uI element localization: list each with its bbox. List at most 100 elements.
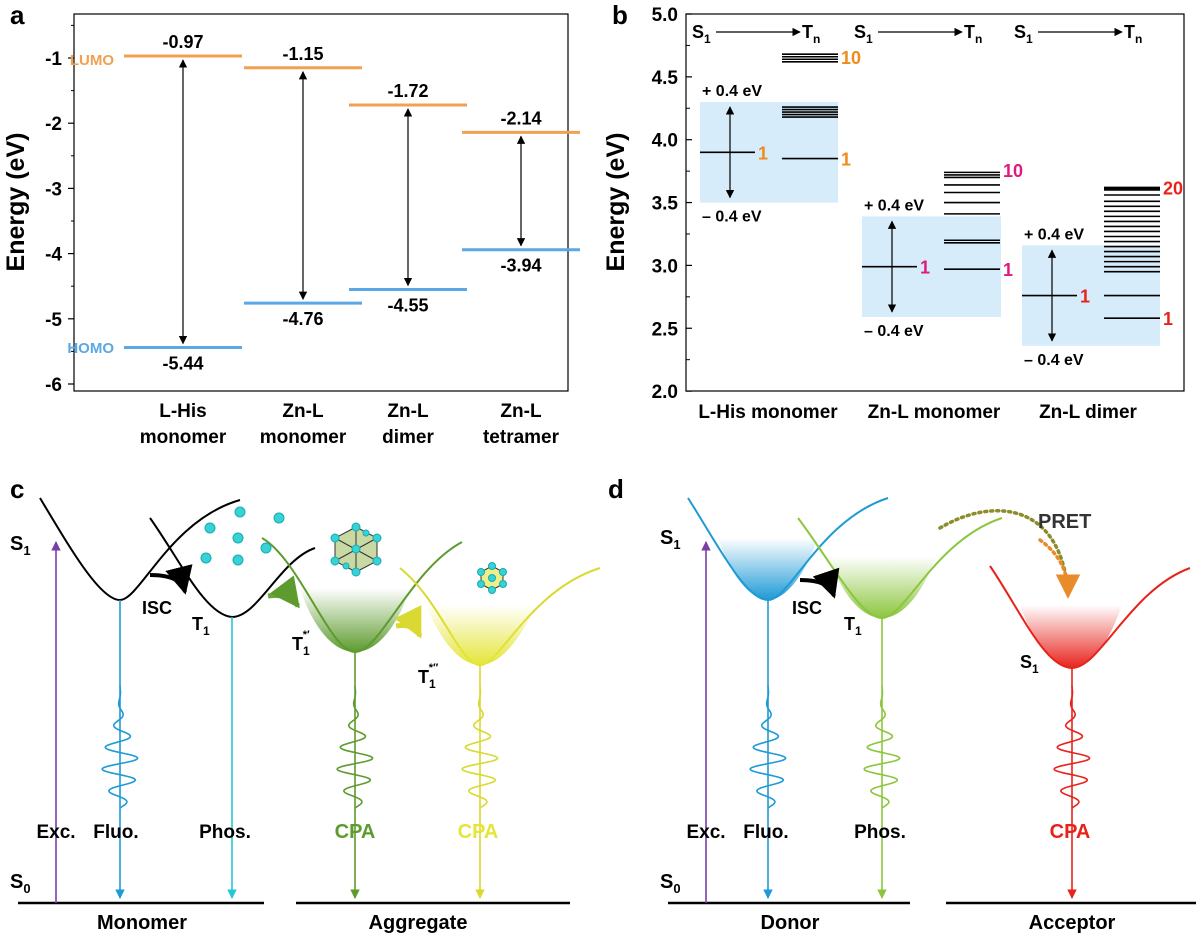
b-header-tn: Tn xyxy=(964,22,982,46)
c-t1p-label: T1*′ xyxy=(292,629,310,658)
a-ytick-label: -2 xyxy=(45,114,62,135)
d-fluo-label: Fluo. xyxy=(743,822,788,843)
b-ytick-label: 4.0 xyxy=(652,131,678,152)
c-exc-label: Exc. xyxy=(36,822,75,843)
b-xlabel: L-His monomer xyxy=(698,402,838,423)
d-acceptor-well-fill xyxy=(1020,605,1122,668)
b-ytick-label: 3.5 xyxy=(652,194,679,215)
panel-b-label: b xyxy=(612,0,628,30)
c-monomer-dots-icon xyxy=(200,506,285,566)
panel-a-ylabel: Energy (eV) xyxy=(2,133,30,272)
a-ytick-label: -1 xyxy=(45,49,62,70)
c-isc-label: ISC xyxy=(142,598,172,618)
b-ytick-label: 4.5 xyxy=(652,68,679,89)
c-fluorescence-wave xyxy=(101,685,139,809)
c-t1pp-label: T1*′′ xyxy=(418,662,439,691)
b-plus-label: + 0.4 eV xyxy=(864,197,924,214)
b-plus-label: + 0.4 eV xyxy=(1024,226,1084,243)
d-cpa-wave xyxy=(1053,685,1091,809)
d-fluorescence-wave xyxy=(749,685,787,809)
b-t1-number: 1 xyxy=(1163,309,1173,329)
c-transfer-arrow-2 xyxy=(394,605,423,639)
c-aggregate-label: Aggregate xyxy=(369,912,468,934)
panel-b-yaxis: 5.04.54.03.53.02.52.0 xyxy=(652,5,692,403)
c-s0-label: S0 xyxy=(10,871,31,896)
d-acceptor-label: Acceptor xyxy=(1029,912,1116,934)
a-ytick-label: -6 xyxy=(45,375,62,396)
b-tn-count: 20 xyxy=(1163,179,1183,199)
a-lumo-value: -1.15 xyxy=(282,44,323,64)
b-s1-number: 1 xyxy=(1080,287,1090,307)
d-pret-arrow-head xyxy=(1038,538,1081,599)
d-s0-label: S0 xyxy=(660,871,681,896)
homo-label: HOMO xyxy=(67,340,114,357)
a-homo-value: -4.55 xyxy=(387,295,428,315)
c-t1-label: T1 xyxy=(192,614,210,638)
b-t1-number: 1 xyxy=(841,150,851,170)
c-isc-arrow xyxy=(149,564,193,595)
c-s1-label: S1 xyxy=(10,533,31,558)
a-xlabel-line1: Zn-L xyxy=(387,401,429,422)
a-xlabel-line2: monomer xyxy=(140,427,227,448)
a-xlabel-line2: tetramer xyxy=(483,427,560,448)
b-header-s1: S1 xyxy=(1014,22,1033,46)
a-ytick-label: -5 xyxy=(45,310,62,331)
a-homo-value: -4.76 xyxy=(282,309,323,329)
b-minus-label: – 0.4 eV xyxy=(864,323,924,340)
c-s1-curve xyxy=(39,497,241,602)
d-pret-label: PRET xyxy=(1038,511,1091,533)
panel-a-frame xyxy=(73,13,569,392)
b-minus-label: – 0.4 eV xyxy=(1024,352,1084,369)
b-ytick-label: 2.0 xyxy=(652,382,678,403)
d-donor-label: Donor xyxy=(761,912,820,934)
b-tn-count: 10 xyxy=(1003,161,1023,181)
c-cpa-green-label: CPA xyxy=(335,821,376,843)
c-t1pp-well-fill xyxy=(426,605,536,665)
d-phos-label: Phos. xyxy=(854,822,906,843)
b-t1-number: 1 xyxy=(1003,260,1013,280)
a-lumo-value: -0.97 xyxy=(162,32,203,52)
a-xlabel-line1: Zn-L xyxy=(282,401,324,422)
d-isc-label: ISC xyxy=(792,598,822,618)
panel-a-levels: -0.97 -5.44 -1.15 -4.76 -1.72 -4.55 -2.14 -3.94 xyxy=(124,32,580,373)
c-cpa-green-wave xyxy=(336,685,374,809)
panel-c-label: c xyxy=(10,474,24,504)
panel-a-yaxis: -1 -2 -3 -4 -5 -6 xyxy=(45,24,74,396)
b-plus-label: + 0.4 eV xyxy=(702,83,762,100)
b-s1-number: 1 xyxy=(920,258,930,278)
panel-c: c S1 S0 ISC T1 T1*′ T1*′′ xyxy=(10,474,601,934)
b-tn-count: 10 xyxy=(841,48,861,68)
a-ytick-label: -4 xyxy=(45,245,62,266)
b-xlabel: Zn-L dimer xyxy=(1039,402,1137,423)
panel-d: d S1 S0 ISC T1 S1 PRET Exc. Fluo. Phos. … xyxy=(608,474,1196,934)
a-homo-value: -5.44 xyxy=(162,353,203,373)
a-lumo-value: -2.14 xyxy=(500,108,541,128)
a-xlabel-line1: Zn-L xyxy=(500,401,542,422)
d-acceptor-s1-label: S1 xyxy=(1020,652,1039,676)
a-ytick-label: -3 xyxy=(45,179,62,200)
d-phosphorescence-wave xyxy=(863,685,901,809)
b-s1-number: 1 xyxy=(758,143,768,163)
panel-b-bands xyxy=(700,101,1160,346)
b-header-tn: Tn xyxy=(1124,22,1142,46)
lumo-label: LUMO xyxy=(70,52,114,69)
b-ytick-label: 3.0 xyxy=(652,256,678,277)
b-ytick-label: 5.0 xyxy=(652,5,678,26)
c-hexagon-aggregate-icon xyxy=(330,522,382,577)
a-xlabel-line1: L-His xyxy=(159,401,207,422)
d-exc-label: Exc. xyxy=(686,822,725,843)
panel-a: a Energy (eV) -1-2-3-4-5-6 -0.97-5.44-1.… xyxy=(2,0,580,448)
a-lumo-value: -1.72 xyxy=(387,81,428,101)
c-cpa-yellow-wave xyxy=(461,685,499,809)
a-homo-value: -3.94 xyxy=(500,256,541,276)
d-isc-arrow xyxy=(799,567,840,599)
d-cpa-label: CPA xyxy=(1050,821,1091,843)
panel-b-levels: + 0.4 eV – 0.4 eV 1 1 10 S1 Tn + 0.4 eV – 0.4 eV… xyxy=(692,22,1183,369)
c-transfer-arrow-1 xyxy=(267,575,300,609)
a-xlabel-line2: monomer xyxy=(260,427,347,448)
c-monomer-label: Monomer xyxy=(97,912,187,934)
b-header-tn: Tn xyxy=(802,22,820,46)
c-cpa-yellow-label: CPA xyxy=(458,821,499,843)
d-t1-label: T1 xyxy=(844,614,862,638)
